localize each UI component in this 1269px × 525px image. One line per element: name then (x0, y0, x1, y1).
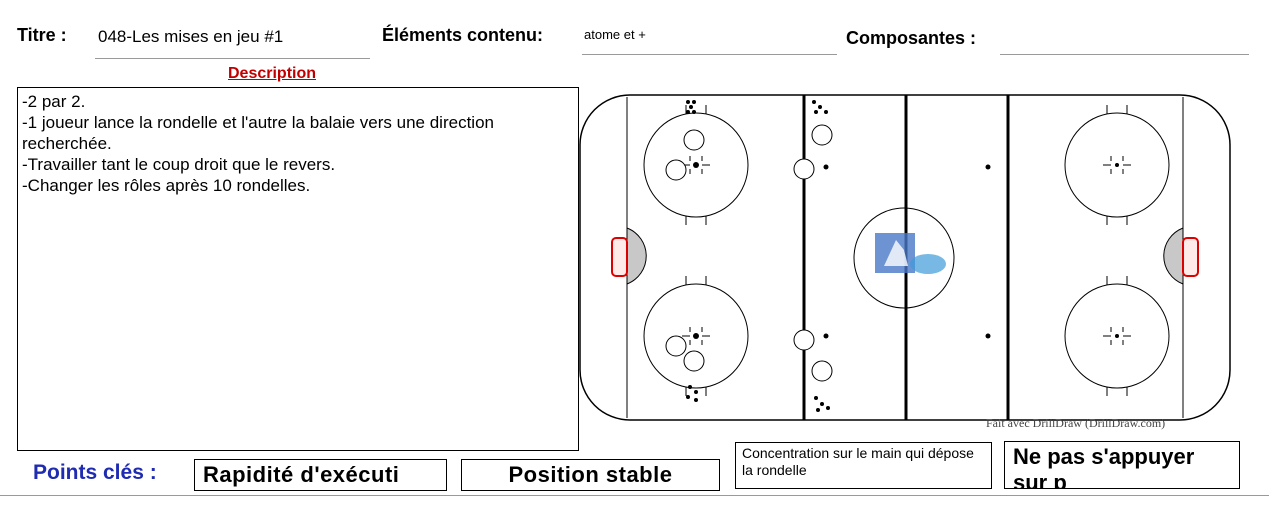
key-point-1[interactable]: Rapidité d'exécuti (194, 459, 447, 491)
description-line: -2 par 2. (22, 92, 86, 111)
title-field[interactable]: 048-Les mises en jeu #1 (95, 22, 370, 59)
key-points-label: Points clés : (33, 461, 157, 484)
rink-diagram[interactable]: Fait avec DrillDraw (DrillDraw.com) (578, 90, 1238, 430)
composantes-label: Composantes : (846, 28, 977, 48)
left-crease (626, 227, 647, 285)
key-point-4[interactable]: Ne pas s'appuyer sur p (1004, 441, 1240, 489)
left-net (611, 237, 628, 277)
drilldraw-credit: Fait avec DrillDraw (DrillDraw.com) (986, 416, 1166, 430)
right-crease (1163, 227, 1184, 285)
hockey-quebec-logo-icon (875, 233, 946, 274)
elements-field[interactable]: atome et + (582, 22, 837, 55)
puck-clusters (686, 100, 830, 412)
title-label: Titre : (17, 25, 67, 45)
bottom-divider (0, 495, 1269, 496)
title-value: 048-Les mises en jeu #1 (98, 27, 284, 46)
description-box[interactable]: -2 par 2. -1 joueur lance la rondelle et… (17, 87, 579, 451)
player-markers (665, 124, 833, 382)
description-heading: Description (228, 65, 317, 82)
rink-svg (579, 94, 1231, 421)
elements-label: Éléments contenu: (382, 25, 544, 45)
description-line: -Changer les rôles après 10 rondelles. (22, 176, 311, 195)
center-circle (853, 207, 955, 309)
right-net (1182, 237, 1199, 277)
elements-value: atome et + (584, 27, 646, 42)
description-line: -Travailler tant le coup droit que le re… (22, 155, 336, 174)
description-line: -1 joueur lance la rondelle et l'autre l… (22, 113, 494, 153)
key-point-2[interactable]: Position stable (461, 459, 720, 491)
composantes-field[interactable] (1000, 22, 1249, 55)
key-point-3[interactable]: Concentration sur le main qui dépose la … (735, 442, 992, 489)
